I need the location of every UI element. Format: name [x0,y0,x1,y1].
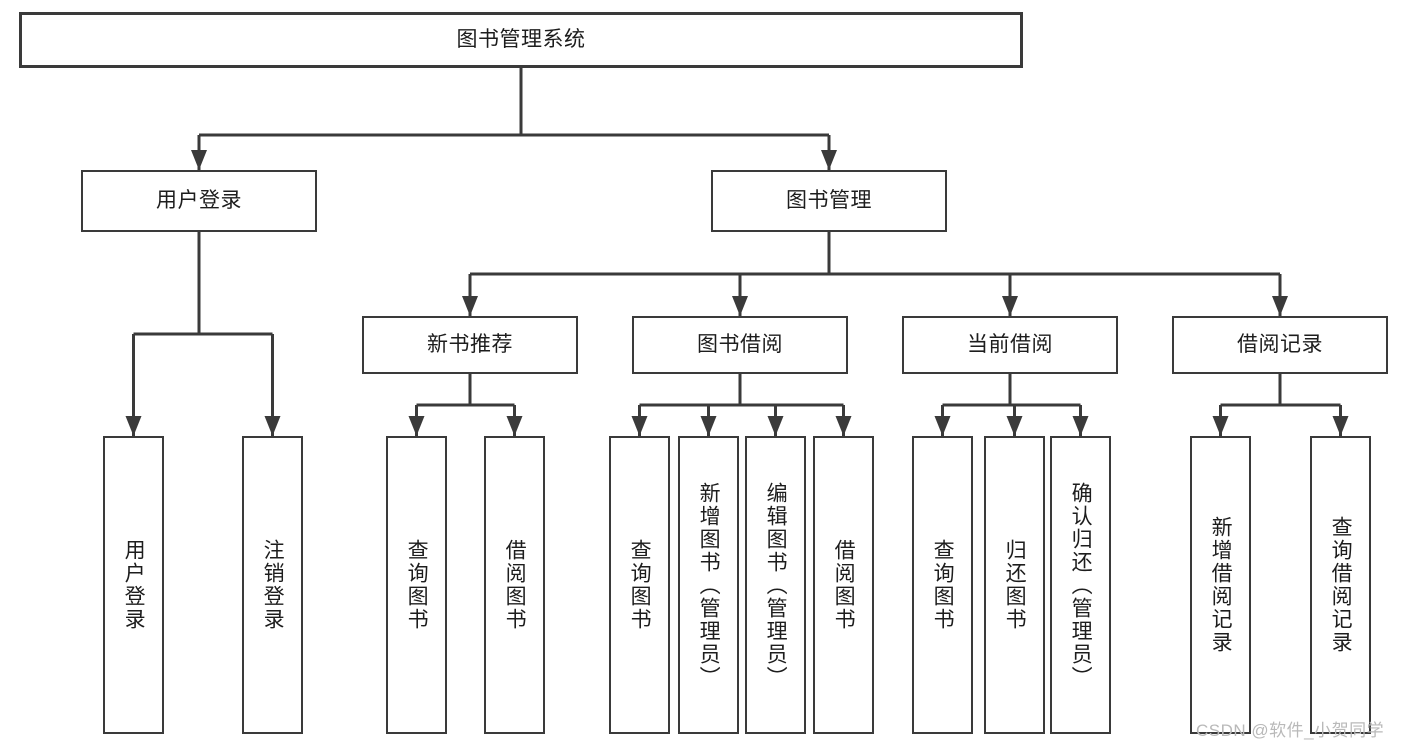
node-box-newbook[interactable]: 新书推荐 [362,316,578,374]
node-box-root[interactable]: 图书管理系统 [19,12,1023,68]
node-label: 用户登录 [122,539,146,631]
node-box-l2[interactable]: 注销登录 [242,436,303,734]
node-box-l9[interactable]: 查询图书 [912,436,973,734]
node-label: 归还图书 [1003,539,1027,631]
node-label: 借阅图书 [503,539,527,631]
node-label: 编辑图书（管理员） [764,481,788,689]
arrow-head-icon [631,416,648,436]
node-label: 借阅图书 [832,539,856,631]
node-label: 用户登录 [156,188,242,212]
arrow-head-icon [1006,416,1023,436]
node-label: 图书借阅 [697,332,783,356]
node-label: 当前借阅 [967,332,1053,356]
node-box-l10[interactable]: 归还图书 [984,436,1045,734]
node-label: 图书管理 [786,188,872,212]
arrow-head-icon [934,416,951,436]
arrow-head-icon [700,416,717,436]
node-label: 新增借阅记录 [1209,516,1233,654]
node-label: 查询图书 [931,539,955,631]
csdn-watermark: CSDN @软件_小贺同学 [1196,721,1385,740]
node-box-l5[interactable]: 查询图书 [609,436,670,734]
node-label: 借阅记录 [1237,332,1323,356]
arrow-head-icon [1002,296,1018,316]
arrow-head-icon [462,296,478,316]
node-box-bookmgmt[interactable]: 图书管理 [711,170,947,232]
node-box-l1[interactable]: 用户登录 [103,436,164,734]
arrow-head-icon [732,296,748,316]
node-label: 新增图书（管理员） [697,481,721,689]
arrow-head-icon [1072,416,1089,436]
node-box-l12[interactable]: 新增借阅记录 [1190,436,1251,734]
node-label: 查询借阅记录 [1329,516,1353,654]
node-box-l7[interactable]: 编辑图书（管理员） [745,436,806,734]
node-box-borrow[interactable]: 图书借阅 [632,316,848,374]
node-label: 查询图书 [405,539,429,631]
node-box-l11[interactable]: 确认归还（管理员） [1050,436,1111,734]
arrow-head-icon [1332,416,1349,436]
node-label: 新书推荐 [427,332,513,356]
arrow-head-icon [191,150,207,170]
arrow-head-icon [1272,296,1288,316]
node-box-l3[interactable]: 查询图书 [386,436,447,734]
arrow-head-icon [125,416,142,436]
node-label: 注销登录 [261,539,285,631]
arrow-head-icon [264,416,281,436]
arrow-head-icon [1212,416,1229,436]
node-box-l4[interactable]: 借阅图书 [484,436,545,734]
node-box-l8[interactable]: 借阅图书 [813,436,874,734]
arrow-head-icon [506,416,523,436]
arrow-head-icon [821,150,837,170]
arrow-head-icon [408,416,425,436]
node-box-l6[interactable]: 新增图书（管理员） [678,436,739,734]
node-box-records[interactable]: 借阅记录 [1172,316,1388,374]
arrow-head-icon [767,416,784,436]
node-box-login[interactable]: 用户登录 [81,170,317,232]
node-label: 确认归还（管理员） [1069,481,1093,689]
arrow-head-icon [835,416,852,436]
node-label: 查询图书 [628,539,652,631]
node-box-l13[interactable]: 查询借阅记录 [1310,436,1371,734]
node-box-current[interactable]: 当前借阅 [902,316,1118,374]
node-label: 图书管理系统 [456,27,586,51]
